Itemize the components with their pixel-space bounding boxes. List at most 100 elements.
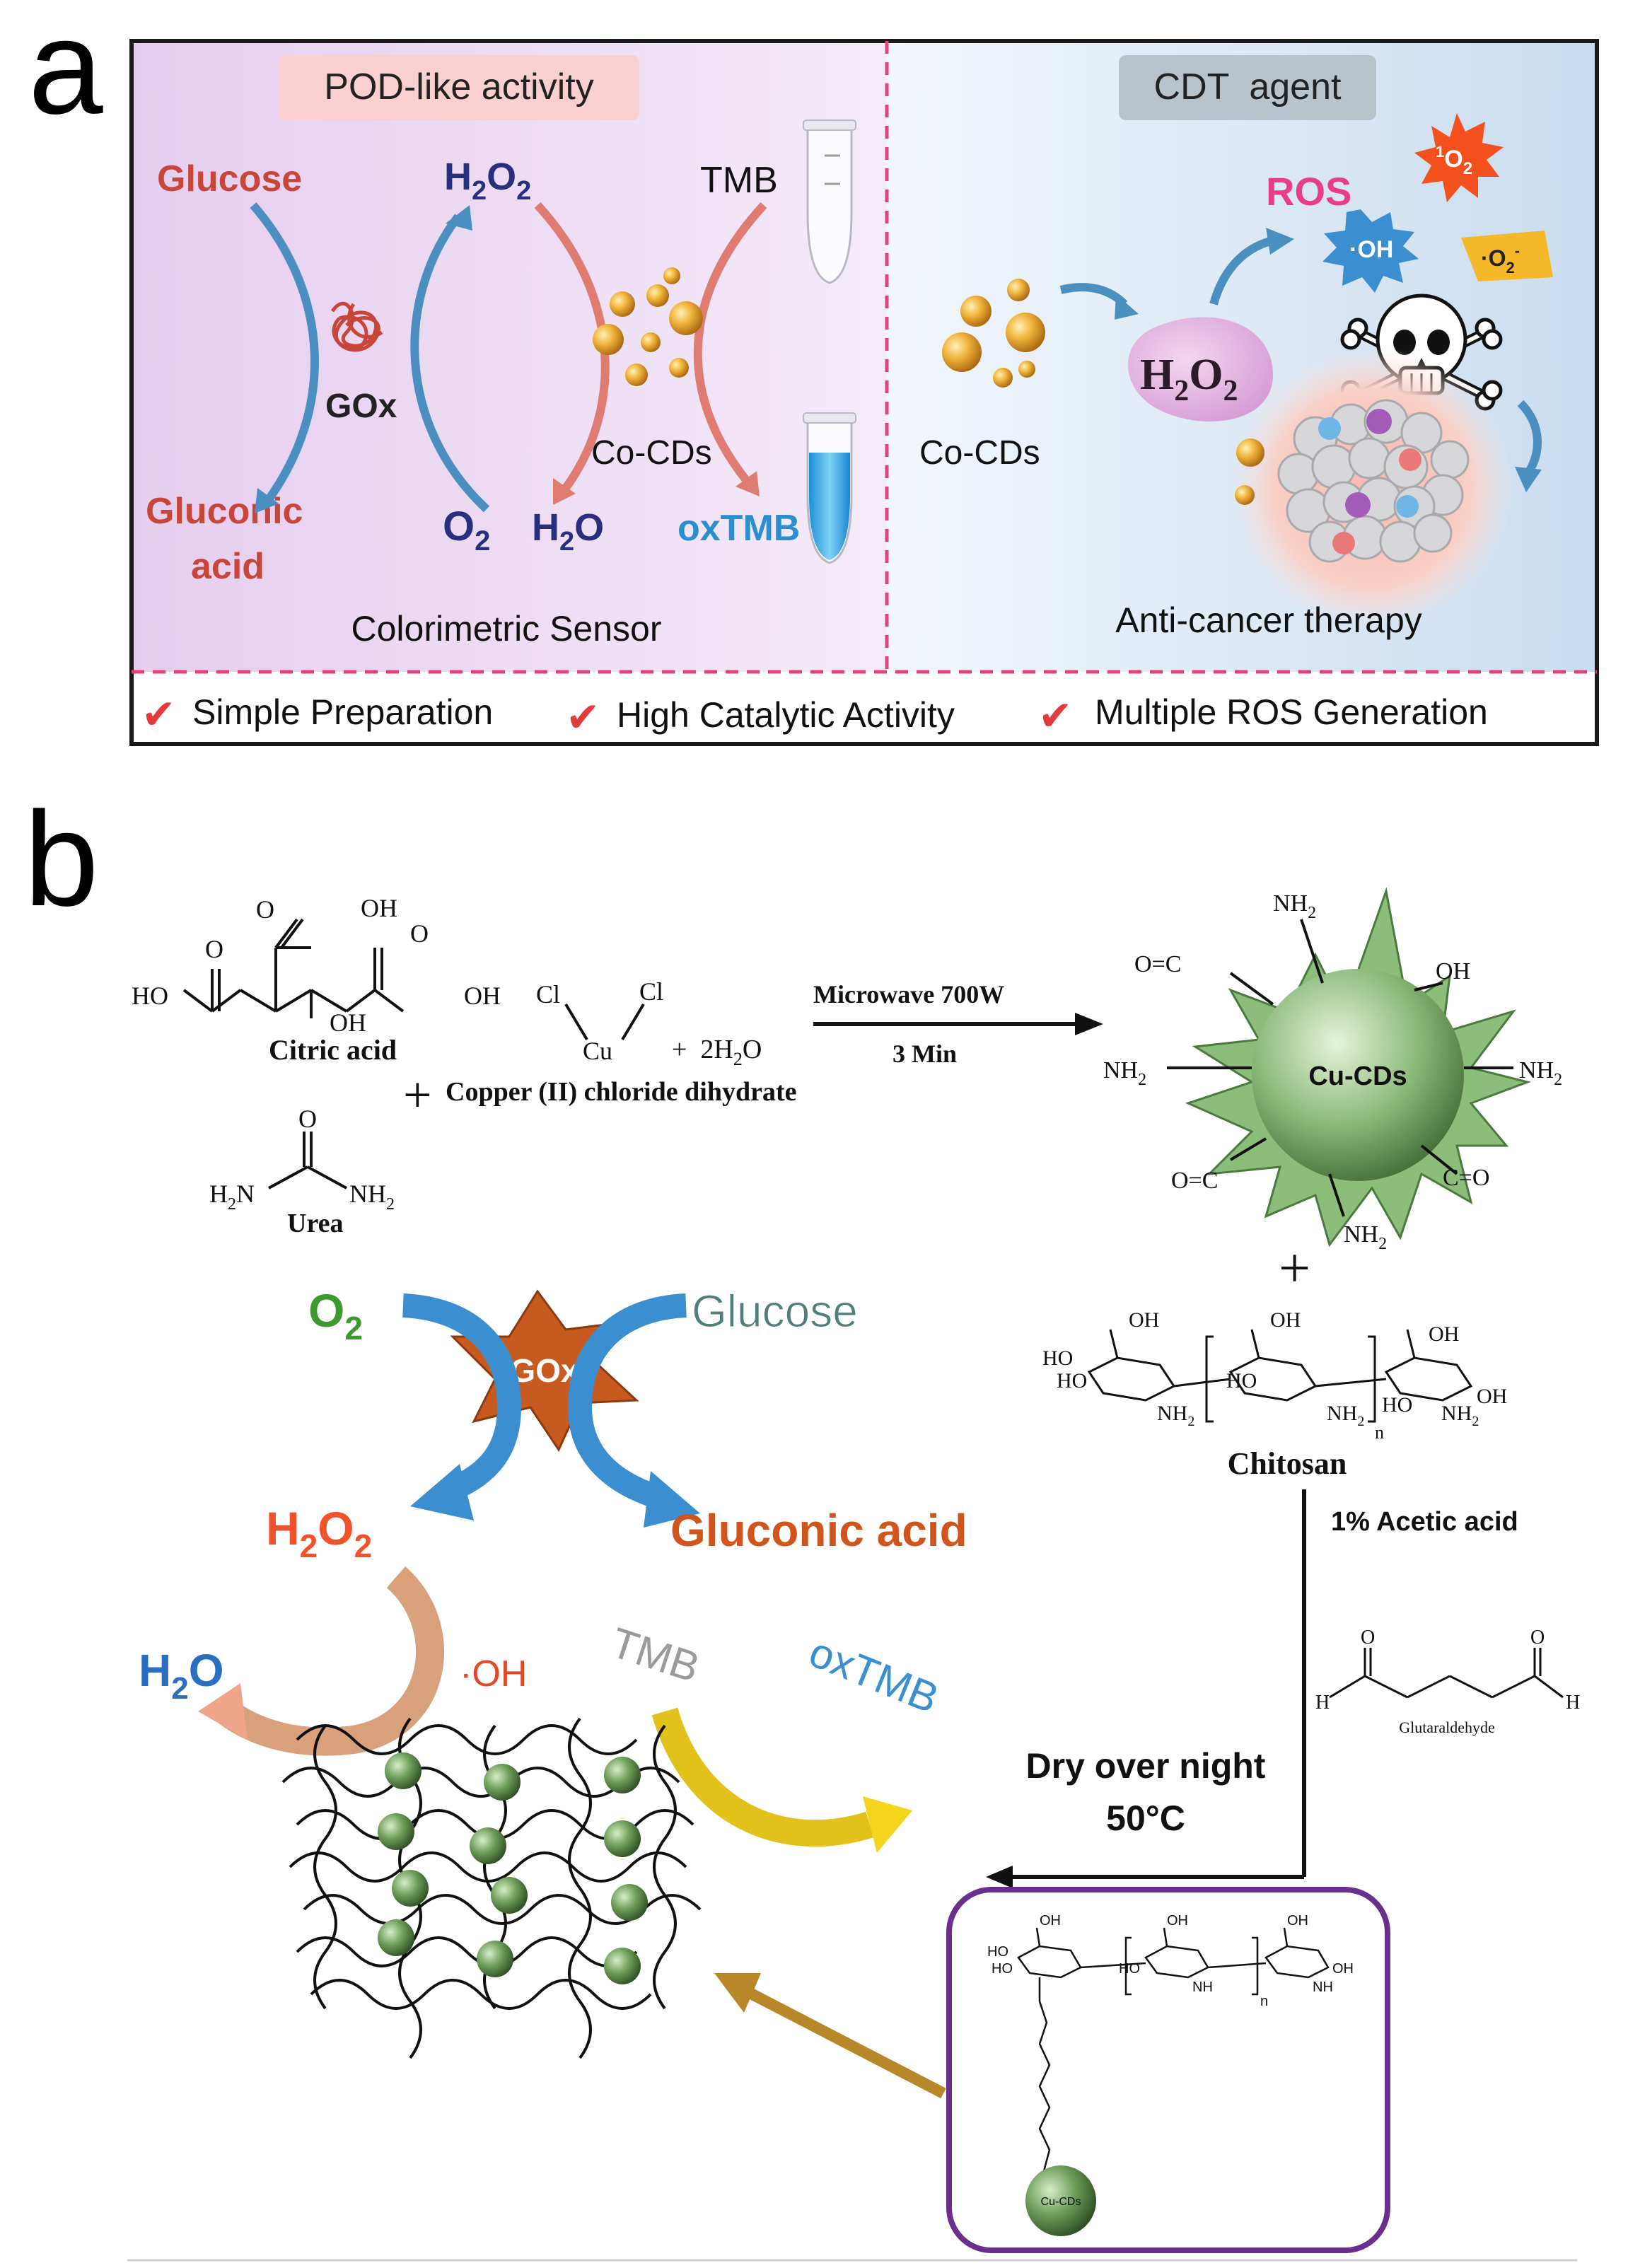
crosslinked-structure-frame: OH OH OH HO HO HO OH NH NH n Cu-CDs bbox=[946, 1887, 1390, 2253]
svg-text:Cl: Cl bbox=[536, 980, 560, 1008]
svg-text:OH: OH bbox=[1270, 1308, 1301, 1332]
svg-text:NH2: NH2 bbox=[1519, 1057, 1562, 1089]
time-label: 3 Min bbox=[893, 1040, 957, 1068]
empty-test-tube bbox=[803, 120, 856, 284]
tmb-to-oxtmb-arrow bbox=[651, 1707, 912, 1853]
dry-label-2: 50°C bbox=[1106, 1798, 1185, 1838]
ros-label: ROS bbox=[1266, 169, 1351, 214]
check-icon-3: ✔ bbox=[1038, 693, 1073, 739]
svg-text:HO: HO bbox=[1226, 1369, 1257, 1392]
svg-text:HO: HO bbox=[132, 982, 168, 1010]
cdt-badge-label: CDT agent bbox=[1154, 66, 1342, 107]
svg-text:Cu-CDs: Cu-CDs bbox=[1041, 2196, 1081, 2208]
gox-arrowhead-left bbox=[410, 1464, 474, 1520]
urea-label: Urea bbox=[287, 1209, 344, 1238]
svg-text:NH2: NH2 bbox=[349, 1180, 395, 1214]
h2o2-to-ros-arrow bbox=[1209, 228, 1294, 306]
svg-text:OH: OH bbox=[361, 894, 397, 922]
svg-text:NH: NH bbox=[1313, 1979, 1333, 1995]
svg-text:H2N: H2N bbox=[209, 1180, 255, 1214]
svg-text:NH2: NH2 bbox=[1441, 1402, 1479, 1429]
svg-text:HO: HO bbox=[1119, 1961, 1140, 1977]
co-cds-particles-left bbox=[593, 267, 703, 386]
cu-cds-nanoparticle: Cu-CDs bbox=[1167, 887, 1532, 1248]
svg-text:HO: HO bbox=[992, 1961, 1013, 1977]
svg-text:O: O bbox=[205, 935, 223, 963]
svg-text:NH2: NH2 bbox=[1157, 1402, 1194, 1429]
co-cds-label-left: Co-CDs bbox=[591, 434, 712, 472]
svg-text:OH: OH bbox=[1429, 1322, 1459, 1346]
structure-to-hydrogel-arrow bbox=[714, 1973, 946, 2099]
svg-text:·OH: ·OH bbox=[1349, 236, 1393, 263]
panel-b-letter: b bbox=[24, 784, 99, 934]
microwave-arrow bbox=[813, 1013, 1103, 1035]
cu-cds-core-label: Cu-CDs bbox=[1308, 1062, 1407, 1091]
svg-text:O=C: O=C bbox=[1134, 951, 1181, 977]
svg-text:Cl: Cl bbox=[639, 977, 663, 1006]
gluconic-label-1: Gluconic bbox=[146, 491, 303, 532]
svg-text:O: O bbox=[410, 919, 429, 948]
svg-text:OH: OH bbox=[464, 982, 501, 1010]
svg-text:OH: OH bbox=[1436, 958, 1470, 984]
svg-text:HO: HO bbox=[1042, 1347, 1073, 1370]
svg-text:C=O: C=O bbox=[1443, 1165, 1489, 1191]
glutaraldehyde-label: Glutaraldehyde bbox=[1399, 1719, 1495, 1736]
o2-label-a: O2 bbox=[443, 504, 490, 557]
copper-chloride-label: Copper (II) chloride dihydrate bbox=[446, 1077, 796, 1107]
plus-sign-1: + bbox=[403, 1066, 432, 1123]
feature-multiple-ros-generation: Multiple ROS Generation bbox=[1095, 692, 1488, 732]
microwave-label: Microwave 700W bbox=[813, 980, 1004, 1008]
singlet-oxygen-burst: 1O2 bbox=[1414, 113, 1504, 202]
hydrogel-cds-beads bbox=[378, 1752, 648, 1984]
gox-label-a: GOx bbox=[325, 388, 397, 425]
svg-text:1O2: 1O2 bbox=[1436, 143, 1472, 178]
blue-test-tube bbox=[803, 412, 856, 564]
h2o2-label-b: H2O2 bbox=[266, 1502, 372, 1564]
citric-acid-label: Citric acid bbox=[269, 1034, 397, 1066]
gluconic-acid-label-b: Gluconic acid bbox=[670, 1505, 967, 1556]
svg-text:HO: HO bbox=[1057, 1369, 1087, 1392]
superoxide-burst: ·O2- bbox=[1461, 231, 1553, 281]
svg-text:O=C: O=C bbox=[1171, 1168, 1218, 1194]
svg-text:Cu: Cu bbox=[583, 1037, 612, 1065]
oxtmb-label-a: oxTMB bbox=[678, 508, 800, 549]
h2o2-droplet: H2O2 bbox=[1128, 317, 1273, 421]
svg-text:NH2: NH2 bbox=[1344, 1221, 1387, 1253]
grafted-cu-cds-bead bbox=[1025, 2165, 1096, 2236]
svg-text:OH: OH bbox=[1129, 1308, 1159, 1332]
oh-radical-label-b: ·OH bbox=[460, 1653, 527, 1694]
process-flow-line bbox=[986, 1489, 1306, 1888]
tmb-label-a: TMB bbox=[700, 160, 778, 201]
feature-row: ✔ Simple Preparation ✔ High Catalytic Ac… bbox=[141, 692, 1488, 740]
co-cds-label-right: Co-CDs bbox=[919, 434, 1040, 472]
hydroxyl-radical-burst: ·OH bbox=[1322, 209, 1419, 293]
svg-text:OH: OH bbox=[1167, 1913, 1188, 1929]
h2o-label-a: H2O bbox=[532, 506, 604, 557]
glutaraldehyde-structure bbox=[1329, 1648, 1564, 1699]
svg-text:O: O bbox=[1361, 1627, 1375, 1648]
citric-acid-structure bbox=[182, 918, 405, 1018]
o2-arc-arrow bbox=[410, 205, 490, 513]
svg-text:n: n bbox=[1375, 1422, 1384, 1443]
svg-text:OH: OH bbox=[330, 1008, 366, 1037]
svg-text:O: O bbox=[298, 1105, 317, 1133]
svg-text:H: H bbox=[1315, 1692, 1330, 1714]
urea-structure bbox=[268, 1132, 347, 1190]
gluconic-label-2: acid bbox=[191, 546, 264, 587]
oxtmb-label-b: oxTMB bbox=[803, 1628, 945, 1722]
pod-badge-label: POD-like activity bbox=[324, 66, 593, 107]
svg-text:H: H bbox=[1566, 1692, 1580, 1714]
h2o2-drop-label: H2O2 bbox=[1140, 351, 1238, 407]
gox-arrows bbox=[402, 1293, 687, 1511]
svg-text:OH: OH bbox=[1287, 1913, 1308, 1929]
svg-text:n: n bbox=[1260, 1994, 1268, 2009]
glucose-label: Glucose bbox=[157, 158, 302, 199]
svg-text:OH: OH bbox=[1332, 1961, 1354, 1977]
gox-star: GOx bbox=[450, 1289, 639, 1453]
co-cds-to-h2o2-arrow bbox=[1059, 283, 1139, 320]
check-icon-1: ✔ bbox=[141, 692, 176, 738]
water-label: + 2H2O bbox=[672, 1035, 762, 1069]
therapy-arrow bbox=[1515, 400, 1542, 492]
panel-a-letter: a bbox=[28, 0, 103, 142]
tumor-cell-cluster bbox=[1231, 347, 1513, 629]
